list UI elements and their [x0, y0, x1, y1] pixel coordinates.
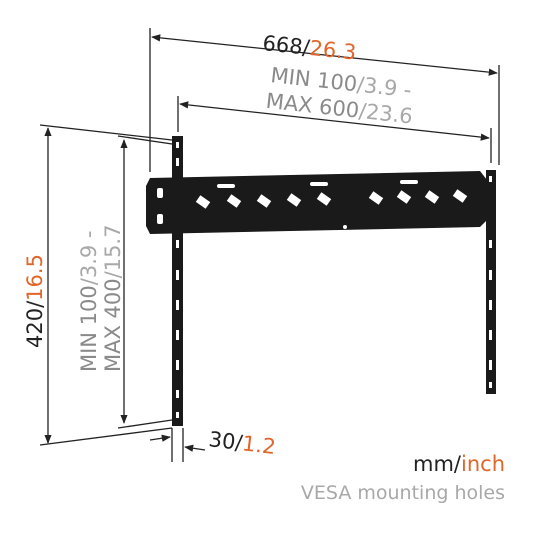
- rail-slots: [157, 180, 468, 229]
- width-arrow: [151, 34, 498, 76]
- vesa-note: VESA mounting holes: [301, 482, 505, 504]
- depth-label: 30/1.2: [207, 427, 277, 459]
- vesa-vertical-extension-top: [117, 135, 173, 145]
- vesa-vertical-extension-bottom: [117, 419, 173, 429]
- height-extension-bottom: [39, 427, 173, 446]
- wall-mount-bracket: [146, 136, 496, 426]
- arm-holes: [176, 142, 492, 418]
- width-label-group: 668/26.3: [261, 31, 357, 65]
- vesa-vertical-label-line2: MAX 400/15.7: [101, 225, 125, 372]
- vesa-vertical-label-group: MIN 100/3.9 - MAX 400/15.7: [77, 225, 125, 372]
- height-label: 420/16.5: [23, 254, 47, 348]
- depth-arrow-right: [184, 444, 206, 452]
- height-extension-top: [39, 124, 173, 141]
- depth-label-group: 30/1.2: [207, 427, 277, 459]
- vesa-vertical-label-line1: MIN 100/3.9 -: [77, 230, 101, 372]
- depth-arrow-left: [149, 434, 171, 442]
- left-vertical-arm: [172, 136, 183, 426]
- vesa-horizontal-label-group: MIN 100/3.9 - MAX 600/23.6: [265, 63, 414, 128]
- dimension-lines: [39, 28, 500, 462]
- width-label: 668/26.3: [261, 31, 357, 65]
- right-vertical-arm: [486, 170, 496, 394]
- vesa-horizontal-arrow: [179, 101, 490, 141]
- units-legend: mm/inch: [413, 452, 505, 476]
